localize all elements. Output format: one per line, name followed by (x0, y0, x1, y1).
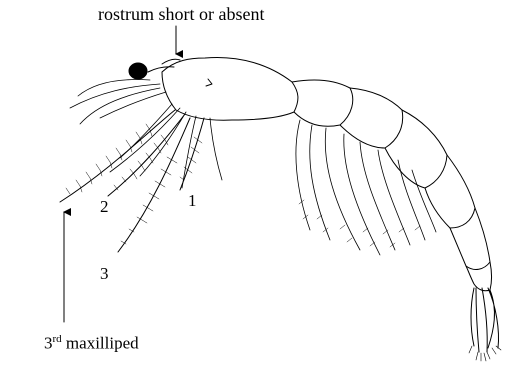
abdomen-segment-1 (292, 80, 353, 126)
abdomen-segment-3 (385, 110, 447, 188)
pleopod-setae (299, 200, 420, 247)
maxilliped-label: 3rd maxilliped (44, 333, 139, 354)
uropod-outer (488, 288, 499, 348)
leg-2-label: 2 (100, 197, 109, 217)
rostrum (162, 59, 180, 64)
telson (476, 288, 487, 352)
mouthparts (110, 104, 222, 188)
carapace-groove (206, 79, 212, 86)
abdomen-segment-2 (340, 88, 403, 148)
abdomen-segment-6 (466, 262, 492, 291)
maxilliped-3-setae (66, 124, 152, 194)
leg-3 (118, 118, 190, 252)
abdomen-segment-5 (450, 208, 490, 269)
maxilliped-label-name: maxilliped (62, 334, 139, 353)
abdomen-segment-4 (425, 155, 475, 228)
leg-3-label: 3 (100, 264, 109, 284)
leg-3-setae (121, 157, 177, 244)
maxilliped-label-suffix: rd (53, 333, 62, 345)
eye (129, 63, 147, 79)
tail-setae (469, 346, 501, 361)
pleopods (296, 120, 436, 255)
uropod-inner (471, 288, 474, 346)
leg-1-label: 1 (188, 191, 197, 211)
leg-1-setae (180, 137, 202, 180)
maxilliped-label-number: 3 (44, 334, 53, 353)
carapace (162, 57, 298, 120)
eye-stalk (148, 67, 174, 72)
antennae (70, 80, 166, 124)
rostrum-label: rostrum short or absent (98, 4, 264, 25)
